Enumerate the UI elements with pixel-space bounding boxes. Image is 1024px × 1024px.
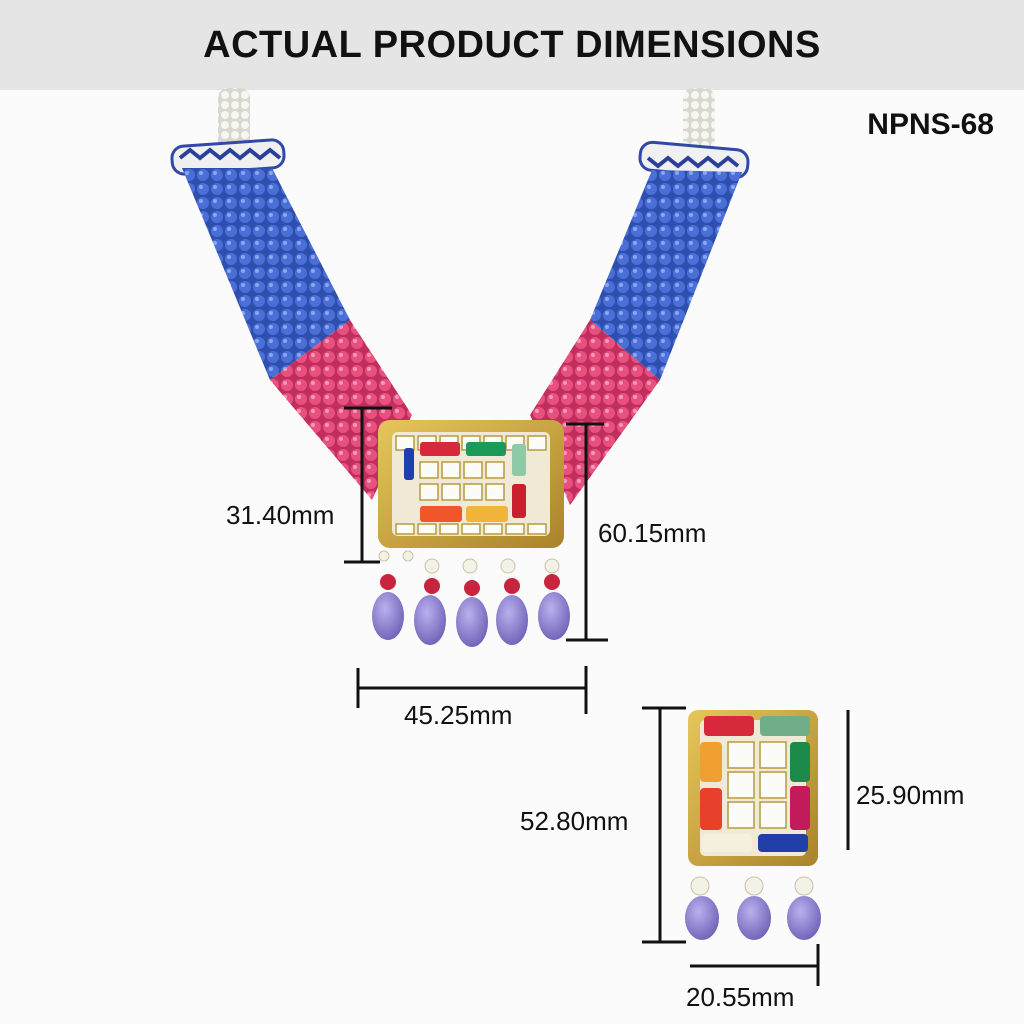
bead-strands-left <box>182 168 412 500</box>
header-banner: ACTUAL PRODUCT DIMENSIONS <box>0 0 1024 90</box>
pearl-string-right <box>683 88 715 150</box>
necklace-pendant <box>372 420 570 647</box>
dimension-lines <box>344 406 850 986</box>
earring-total-height-label: 52.80mm <box>520 806 629 836</box>
necklace-pendant-height-label: 31.40mm <box>226 500 335 530</box>
page-title: ACTUAL PRODUCT DIMENSIONS <box>203 23 821 66</box>
necklace-total-height-label: 60.15mm <box>598 518 707 548</box>
earring-top-height-label: 25.90mm <box>856 780 965 810</box>
product-code: NPNS-68 <box>867 108 994 141</box>
necklace-width-label: 45.25mm <box>404 700 513 730</box>
pearl-string-left <box>218 88 250 150</box>
earring-width-label: 20.55mm <box>686 982 795 1012</box>
earring <box>685 710 821 940</box>
